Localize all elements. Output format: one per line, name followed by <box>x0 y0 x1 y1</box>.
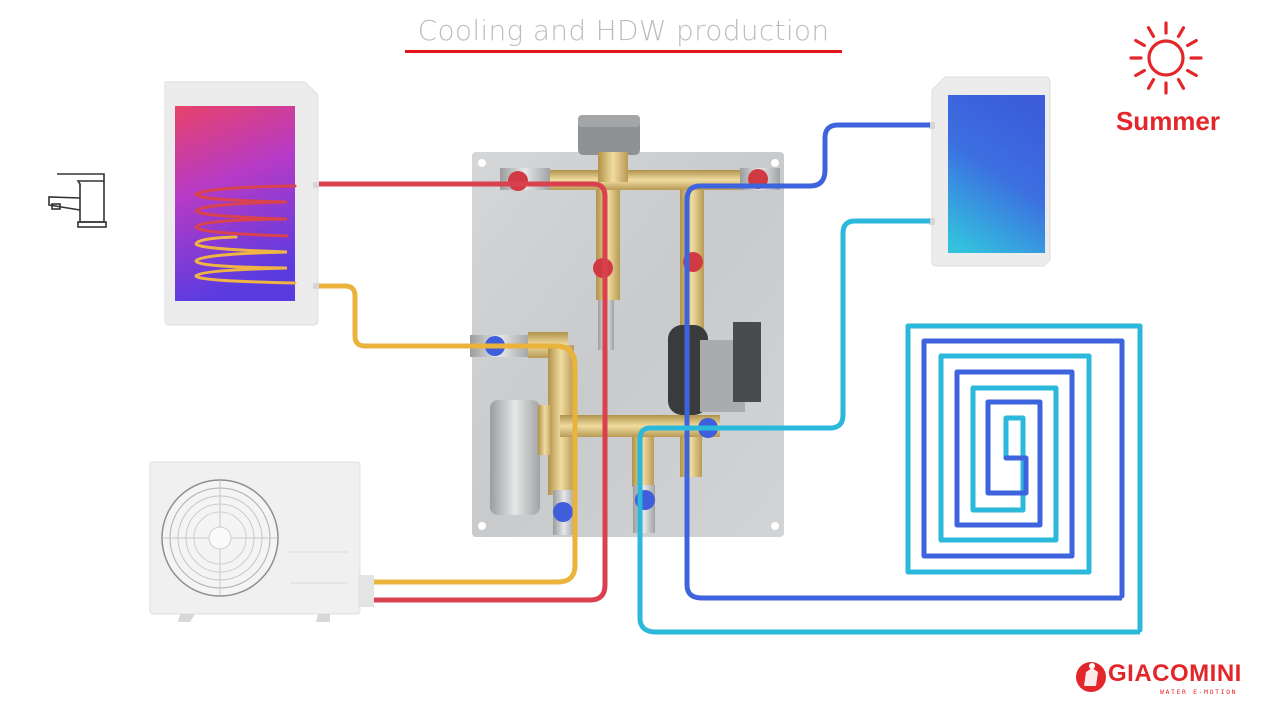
brand-name: GIACOMINI <box>1108 660 1242 687</box>
pipe-hot-supply <box>319 181 608 603</box>
pipes <box>319 122 1140 635</box>
fan-coil-unit <box>929 76 1051 267</box>
radiant-floor-coil <box>905 323 1143 633</box>
faucet-icon <box>48 173 107 228</box>
page-title: Cooling and HDW production <box>417 14 830 47</box>
pipe-hot-return <box>319 283 578 585</box>
pipe-cold-return <box>637 218 1140 635</box>
sun-icon <box>1129 21 1203 95</box>
title-underline <box>405 50 842 53</box>
pipe-cold-supply <box>684 122 1122 601</box>
heat-pump-unit <box>149 461 374 622</box>
brand-tagline: WATER E-MOTION <box>1160 688 1238 696</box>
dhw-tank <box>164 81 319 326</box>
season-label: Summer <box>1115 106 1221 136</box>
giacomini-logo-mark <box>1076 662 1106 692</box>
hydraulic-module <box>470 115 784 537</box>
